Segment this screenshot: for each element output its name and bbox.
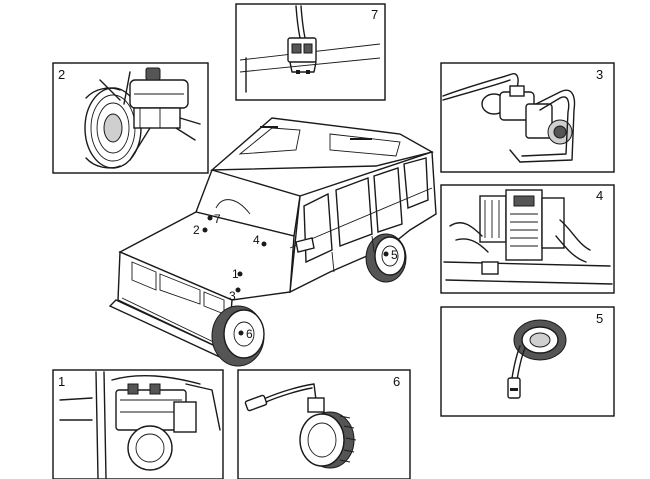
panel-5-number: 5	[596, 311, 603, 326]
panel-4-number: 4	[596, 188, 603, 203]
fluid-reservoir-icon	[99, 67, 201, 161]
marker-7: 7	[214, 212, 221, 226]
marker-2: 2	[193, 223, 200, 237]
abs-modulator-icon	[443, 189, 613, 285]
panel-7: 7	[235, 3, 386, 101]
pressure-valve-icon	[442, 73, 576, 163]
panel-7-number: 7	[371, 7, 378, 22]
vehicle-markers: 1 2 3 4 5 6 7	[193, 212, 398, 341]
vehicle-illustration	[108, 117, 437, 367]
panel-2-number: 2	[58, 67, 65, 82]
connector-plug-icon	[239, 5, 381, 93]
panel-6: 6	[237, 369, 411, 479]
marker-6: 6	[246, 327, 253, 341]
panel-6-number: 6	[393, 374, 400, 389]
panel-2: 2	[52, 62, 209, 174]
hydraulic-unit-icon	[59, 371, 221, 479]
panel-1: 1	[52, 369, 224, 479]
marker-5: 5	[391, 248, 398, 262]
panel-4: 4	[440, 184, 615, 294]
panel-3: 3	[440, 62, 615, 173]
front-wheel-sensor-icon	[244, 383, 357, 469]
marker-4: 4	[253, 233, 260, 247]
panel-5: 5	[440, 306, 615, 417]
marker-3: 3	[229, 289, 236, 303]
panel-1-number: 1	[58, 374, 65, 389]
rear-wheel-sensor-icon	[507, 319, 567, 399]
marker-1: 1	[232, 267, 239, 281]
panel-3-number: 3	[596, 67, 603, 82]
